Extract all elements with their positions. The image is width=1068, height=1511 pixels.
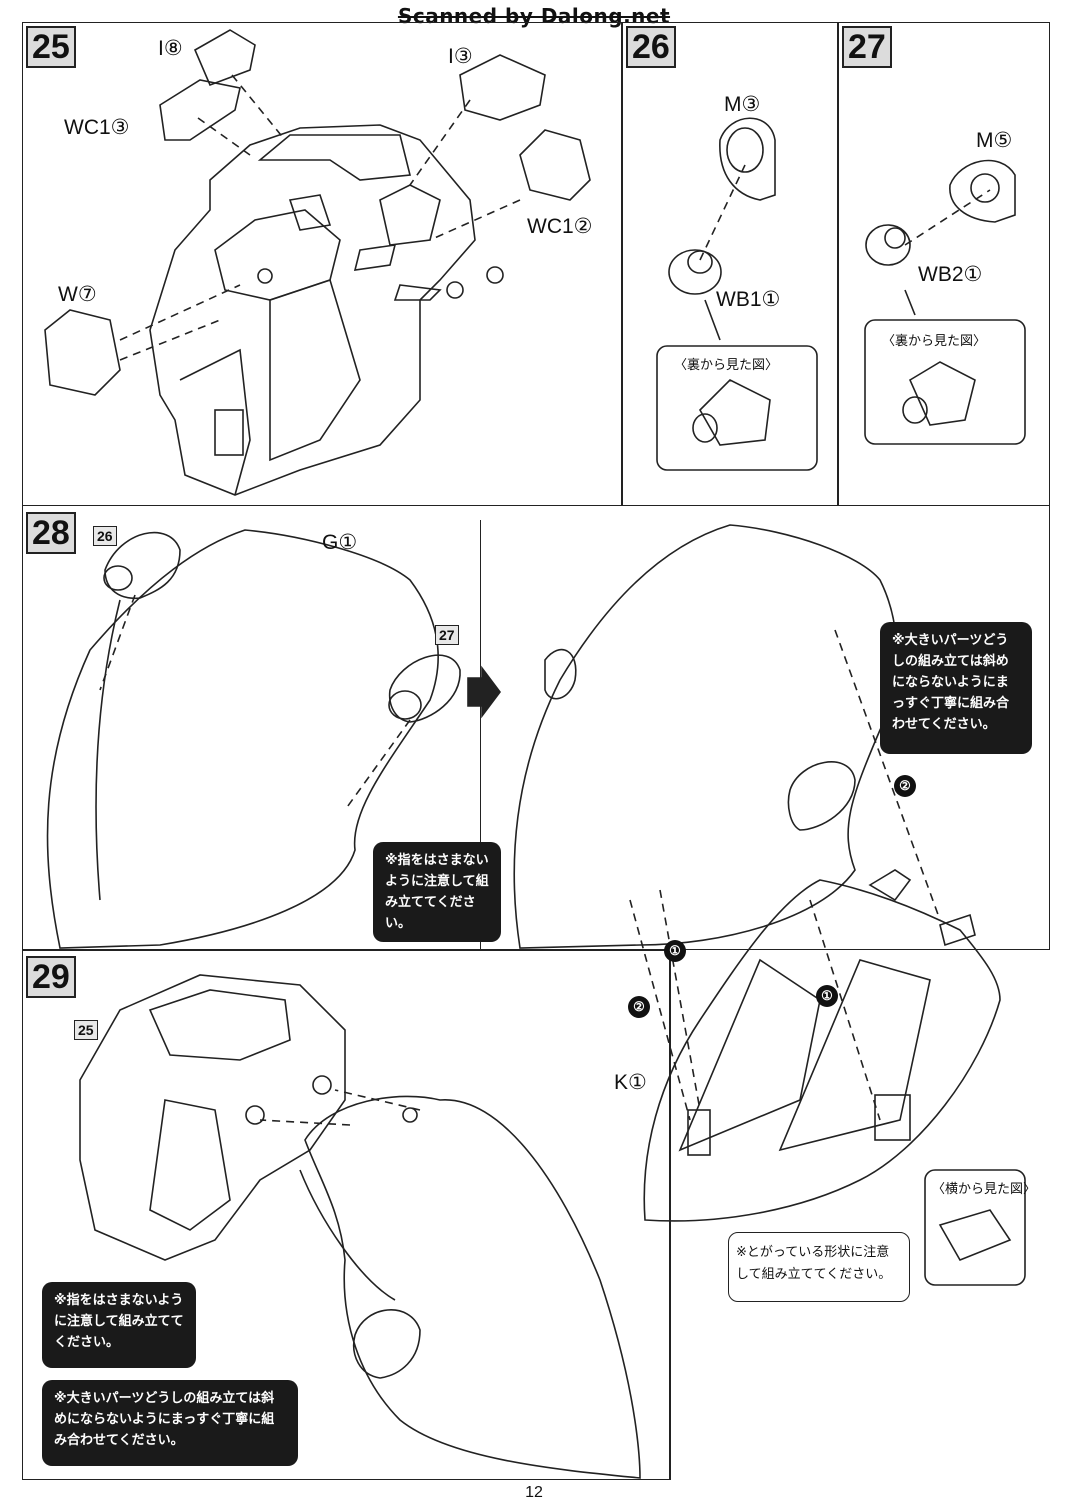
note-fingers-step29: ※指をはさまないように注意して組み立ててください。 — [42, 1282, 196, 1368]
watermark: Scanned by Dalong.net — [397, 4, 671, 28]
part-label-wc12: WC1② — [527, 215, 593, 238]
part-label-i8: I⑧ — [158, 37, 183, 60]
part-label-g1: G① — [322, 531, 358, 554]
part-label-m3: M③ — [724, 93, 761, 116]
part-label-wb11: WB1① — [716, 288, 781, 311]
right-divider — [670, 950, 671, 1480]
part-label-wb21: WB2① — [918, 263, 983, 286]
badge-1-left: ① — [664, 940, 686, 962]
part-label-wc13: WC1③ — [64, 116, 130, 139]
step-27-number: 27 — [842, 26, 892, 68]
step-26-panel — [622, 22, 838, 506]
note-shape-box — [728, 1232, 910, 1302]
note-fingers-step28: ※指をはさまないように注意して組み立ててください。 — [373, 842, 501, 942]
step-28-divider — [480, 520, 481, 950]
ref-step-26: 26 — [93, 526, 117, 546]
part-label-m5: M⑤ — [976, 129, 1013, 152]
step-28-number: 28 — [26, 512, 76, 554]
step-26-number: 26 — [626, 26, 676, 68]
step-29-number: 29 — [26, 956, 76, 998]
ref-step-27: 27 — [435, 625, 459, 645]
note-shape: ※とがっている形状に注意して組み立ててください。 — [736, 1245, 892, 1282]
step-25-number: 25 — [26, 26, 76, 68]
badge-2-right: ② — [894, 775, 916, 797]
step-28-panel — [22, 506, 1050, 950]
ref-step-25: 25 — [74, 1020, 98, 1040]
step-27-panel — [838, 22, 1050, 506]
badge-2-left: ② — [628, 996, 650, 1018]
badge-1-right: ① — [816, 985, 838, 1007]
note-large-parts-step28: ※大きいパーツどうしの組み立ては斜めにならないようにまっすぐ丁寧に組み合わせてく… — [880, 622, 1032, 754]
side-view-title: 〈横から見た図〉 — [932, 1182, 1037, 1197]
part-label-i3: I③ — [448, 45, 473, 68]
part-label-k1: K① — [614, 1071, 647, 1094]
note-large-parts-step29: ※大きいパーツどうしの組み立ては斜めにならないようにまっすぐ丁寧に組み合わせてく… — [42, 1380, 298, 1466]
page-number: 12 — [525, 1484, 543, 1501]
part-label-w7: W⑦ — [58, 283, 97, 306]
step-25-panel — [22, 22, 622, 506]
step26-view-title: 〈裏から見た図〉 — [674, 358, 779, 373]
step27-view-title: 〈裏から見た図〉 — [882, 334, 987, 349]
